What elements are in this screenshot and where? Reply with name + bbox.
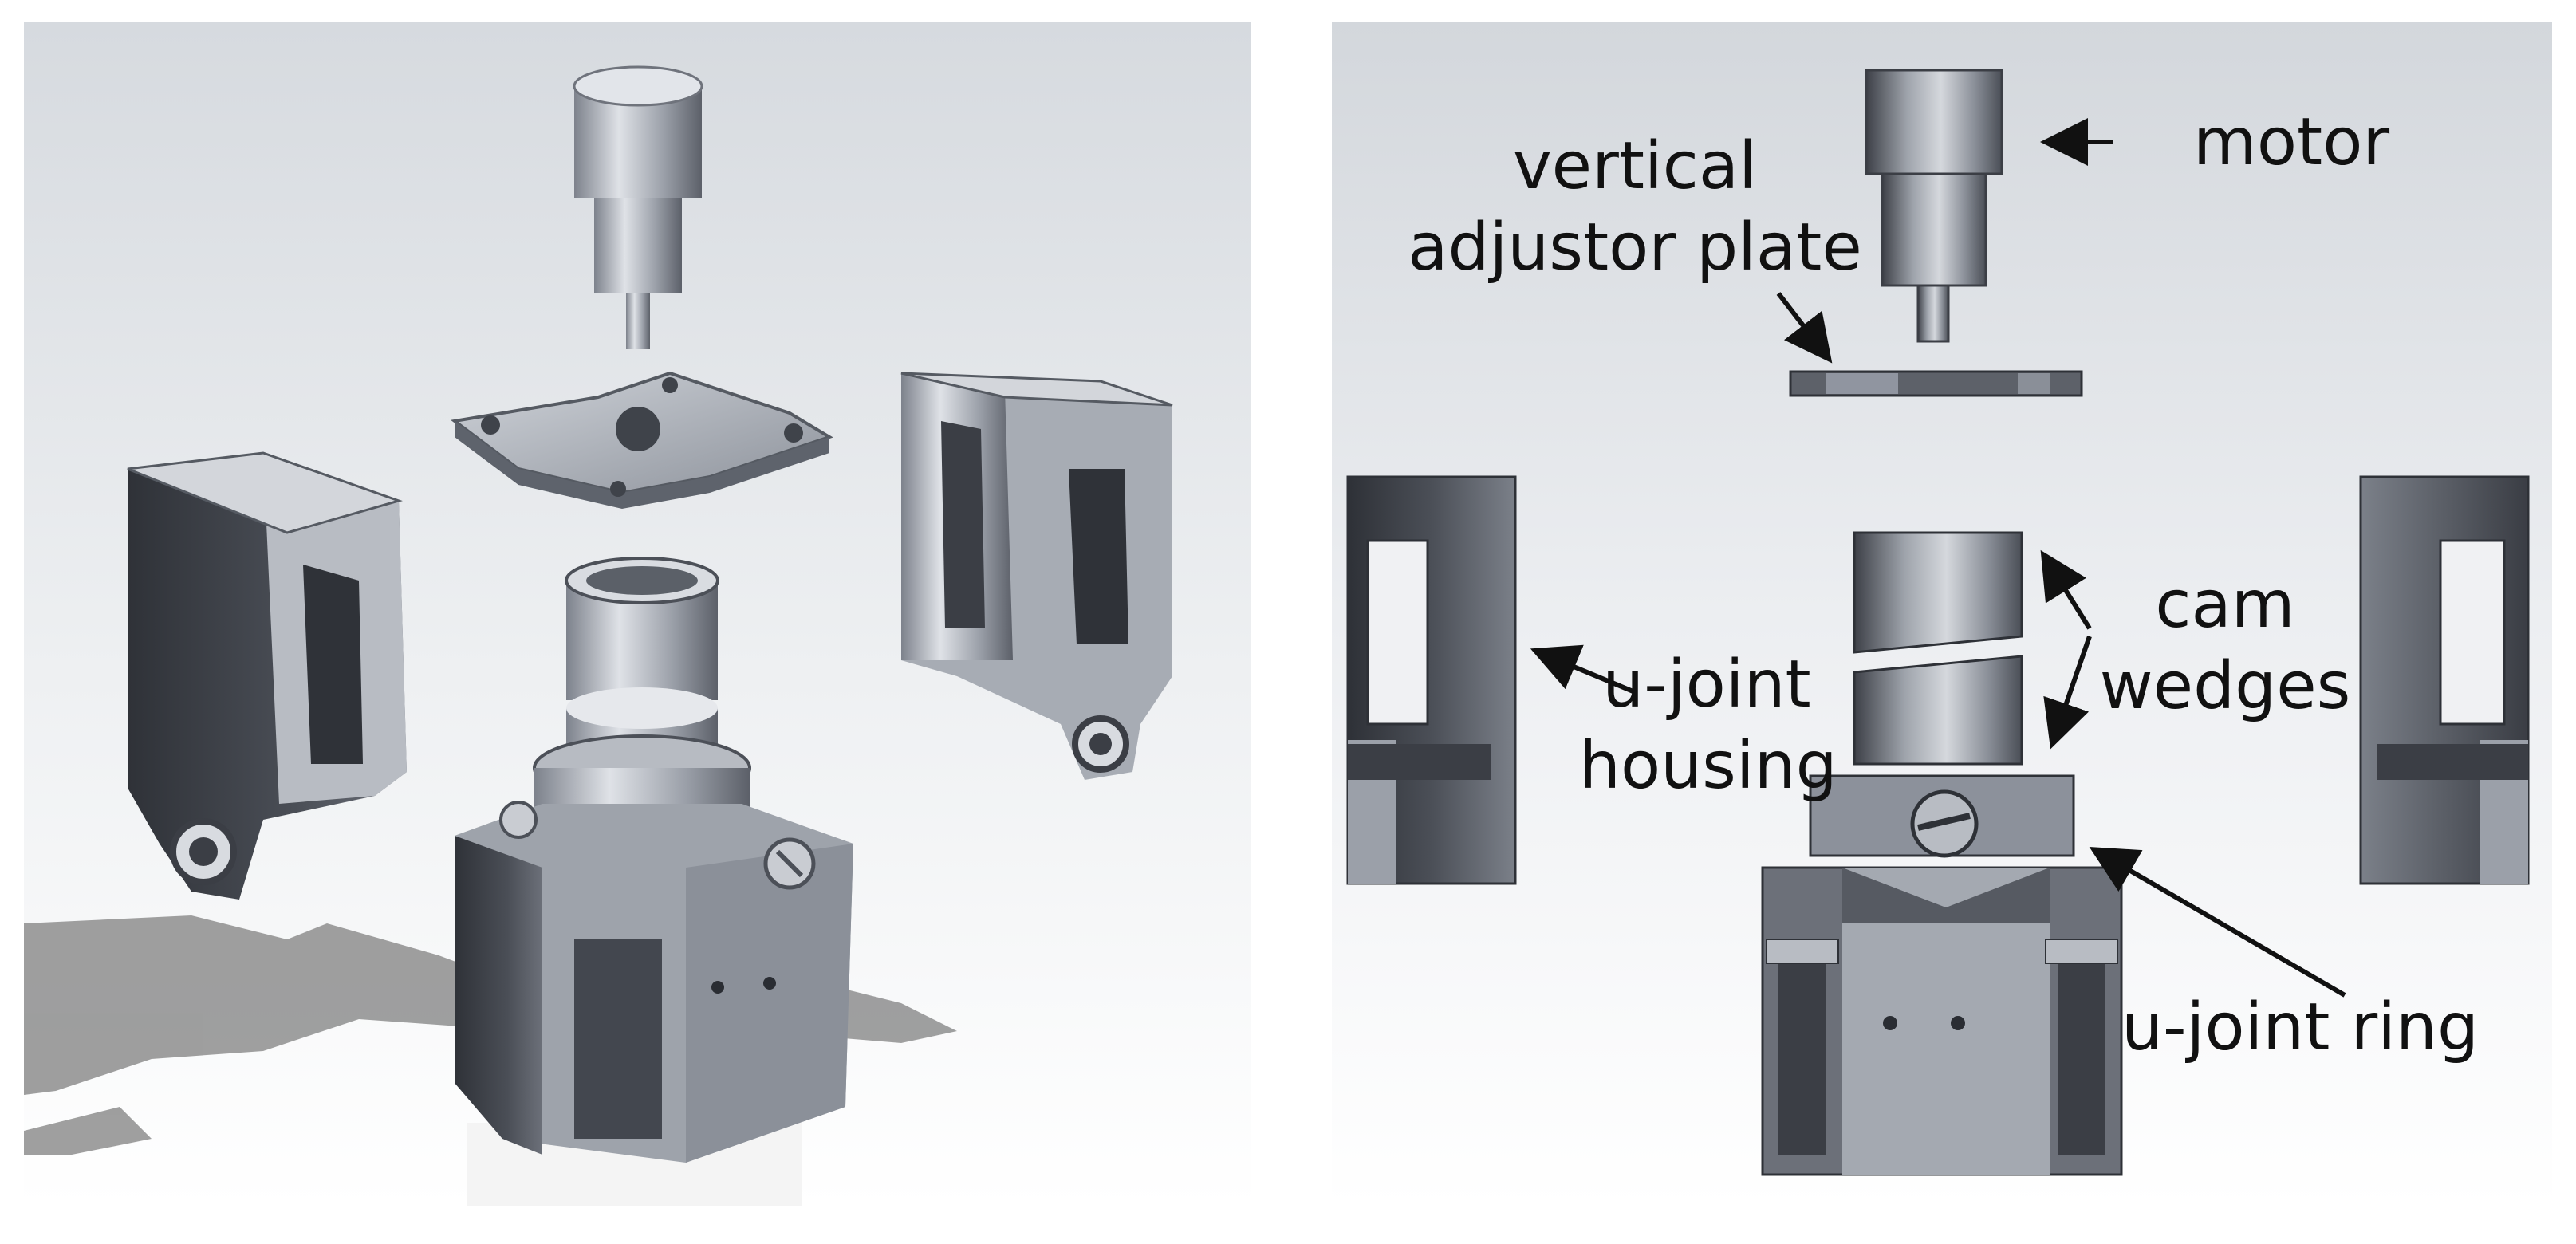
isometric-exploded-view bbox=[24, 22, 1251, 1206]
cam-arrow-top bbox=[2040, 549, 2092, 630]
housing-arrow bbox=[1530, 644, 1637, 695]
label-u-joint-housing: u-joint housing bbox=[1579, 647, 1837, 804]
isometric-render bbox=[24, 22, 1251, 1206]
right-housing-part bbox=[900, 372, 1173, 780]
right-housing-side bbox=[2359, 475, 2530, 885]
motor-part bbox=[573, 65, 703, 349]
u-joint-ring-side bbox=[1809, 774, 2075, 858]
label-u-joint-ring: u-joint ring bbox=[2121, 990, 2479, 1065]
cam-wedges-side bbox=[1853, 531, 2023, 766]
ring-arrow bbox=[2089, 846, 2346, 998]
adjustor-plate-side bbox=[1789, 370, 2083, 397]
adjustor-plate-part bbox=[451, 371, 833, 509]
label-vertical-adjustor-plate: vertical adjustor plate bbox=[1408, 128, 1862, 285]
left-housing-part bbox=[127, 451, 407, 900]
label-motor: motor bbox=[2193, 104, 2390, 180]
side-render bbox=[1332, 22, 2552, 1206]
base-side bbox=[1761, 866, 2123, 1176]
plate-arrow bbox=[1776, 292, 1833, 364]
cam-wedges-part bbox=[565, 557, 719, 764]
base-assembly-part bbox=[455, 734, 853, 1163]
left-housing-side bbox=[1346, 475, 1517, 885]
side-exploded-view: vertical adjustor plate motor u-joint ho… bbox=[1332, 22, 2552, 1206]
label-cam-wedges: cam wedges bbox=[2099, 567, 2351, 724]
arrow-icon bbox=[1530, 118, 2346, 998]
motor-side bbox=[1865, 69, 2003, 343]
cam-arrow-bottom bbox=[2043, 636, 2092, 750]
